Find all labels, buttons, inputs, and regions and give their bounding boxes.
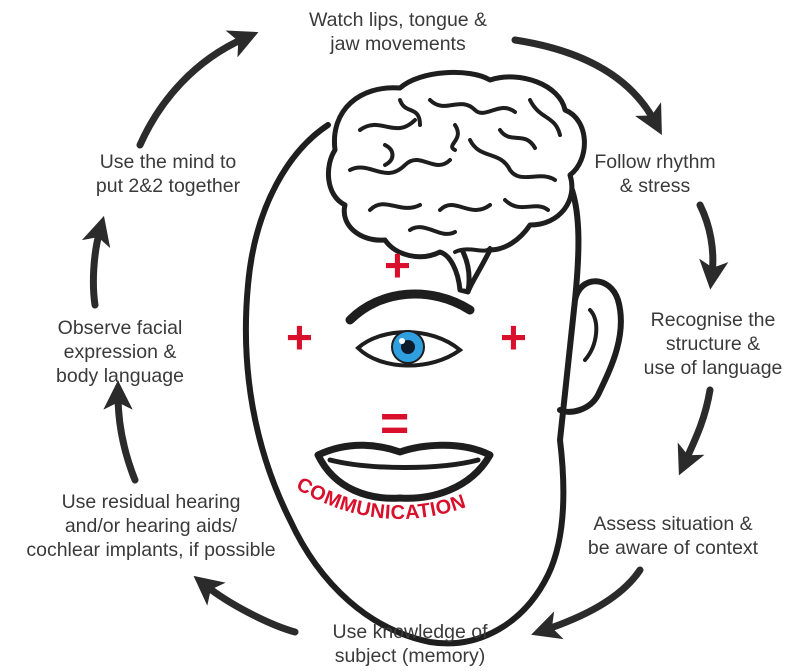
step-residual-hearing: Use residual hearing and/or hearing aids… [6, 490, 296, 562]
plus-symbol-top: + [384, 242, 411, 288]
eye-icon [350, 294, 470, 366]
step-follow-rhythm: Follow rhythm & stress [575, 150, 735, 198]
equals-symbol: = [380, 398, 409, 448]
plus-symbol-right: + [500, 314, 527, 360]
arrow-4 [545, 570, 640, 630]
mouth-icon [318, 445, 490, 498]
brain-icon [328, 72, 584, 292]
arrow-7 [93, 230, 100, 305]
step-use-mind: Use the mind to put 2&2 together [68, 150, 268, 198]
step-assess-situation: Assess situation & be aware of context [558, 512, 788, 560]
arrow-8 [140, 38, 245, 145]
arrow-6 [118, 395, 135, 480]
step-observe-expression: Observe facial expression & body languag… [30, 316, 210, 388]
step-recognise-structure: Recognise the structure & use of languag… [628, 308, 798, 380]
step-watch-lips: Watch lips, tongue & jaw movements [278, 8, 518, 56]
step-knowledge-memory: Use knowledge of subject (memory) [305, 620, 515, 668]
arrow-3 [685, 390, 710, 462]
arrow-2 [700, 205, 713, 275]
arrow-5 [205, 585, 295, 632]
plus-symbol-left: + [286, 314, 313, 360]
